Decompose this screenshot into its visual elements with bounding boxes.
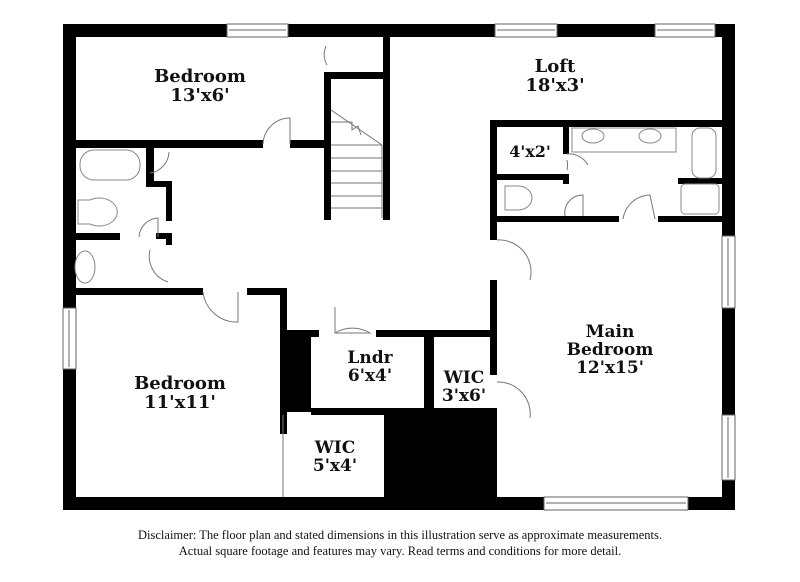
room-main-bedroom: Main Bedroom 12'x15' [555, 322, 665, 378]
room-dimensions: 11'x11' [144, 391, 216, 413]
room-closet-small: 4'x2' [500, 142, 560, 161]
room-dimensions: 3'x6' [441, 385, 487, 406]
room-name: Loft [534, 56, 576, 77]
disclaimer: Disclaimer: The floor plan and stated di… [0, 527, 800, 559]
windows [62, 23, 736, 511]
walls [63, 24, 735, 510]
room-bedroom-top: Bedroom 13'x6' [130, 66, 270, 106]
room-bedroom-bottom: Bedroom 11'x11' [115, 373, 245, 413]
room-name: WIC [314, 438, 356, 458]
room-dimensions: 5'x4' [312, 455, 358, 476]
room-name: Lndr [347, 348, 393, 368]
room-dimensions: 13'x6' [170, 84, 230, 106]
room-name-line1: Main [585, 322, 635, 342]
disclaimer-line-1: Disclaimer: The floor plan and stated di… [138, 528, 662, 542]
staircase [330, 109, 383, 218]
room-loft: Loft 18'x3' [500, 56, 610, 96]
room-dimensions: 6'x4' [347, 365, 393, 386]
room-wic-main: WIC 3'x6' [434, 368, 494, 406]
disclaimer-line-2: Actual square footage and features may v… [178, 544, 622, 558]
room-name: Bedroom [154, 66, 246, 87]
room-name-line2: Bedroom [566, 339, 654, 360]
room-dimensions: 18'x3' [525, 74, 585, 96]
room-laundry: Lndr 6'x4' [320, 348, 420, 386]
room-dimensions: 12'x15' [576, 357, 644, 378]
room-name: Bedroom [134, 373, 226, 394]
room-dimensions: 4'x2' [509, 142, 551, 161]
fixtures [74, 127, 720, 284]
room-wic-bedroom: WIC 5'x4' [295, 438, 375, 476]
doors [138, 45, 656, 419]
room-name: WIC [443, 368, 485, 388]
